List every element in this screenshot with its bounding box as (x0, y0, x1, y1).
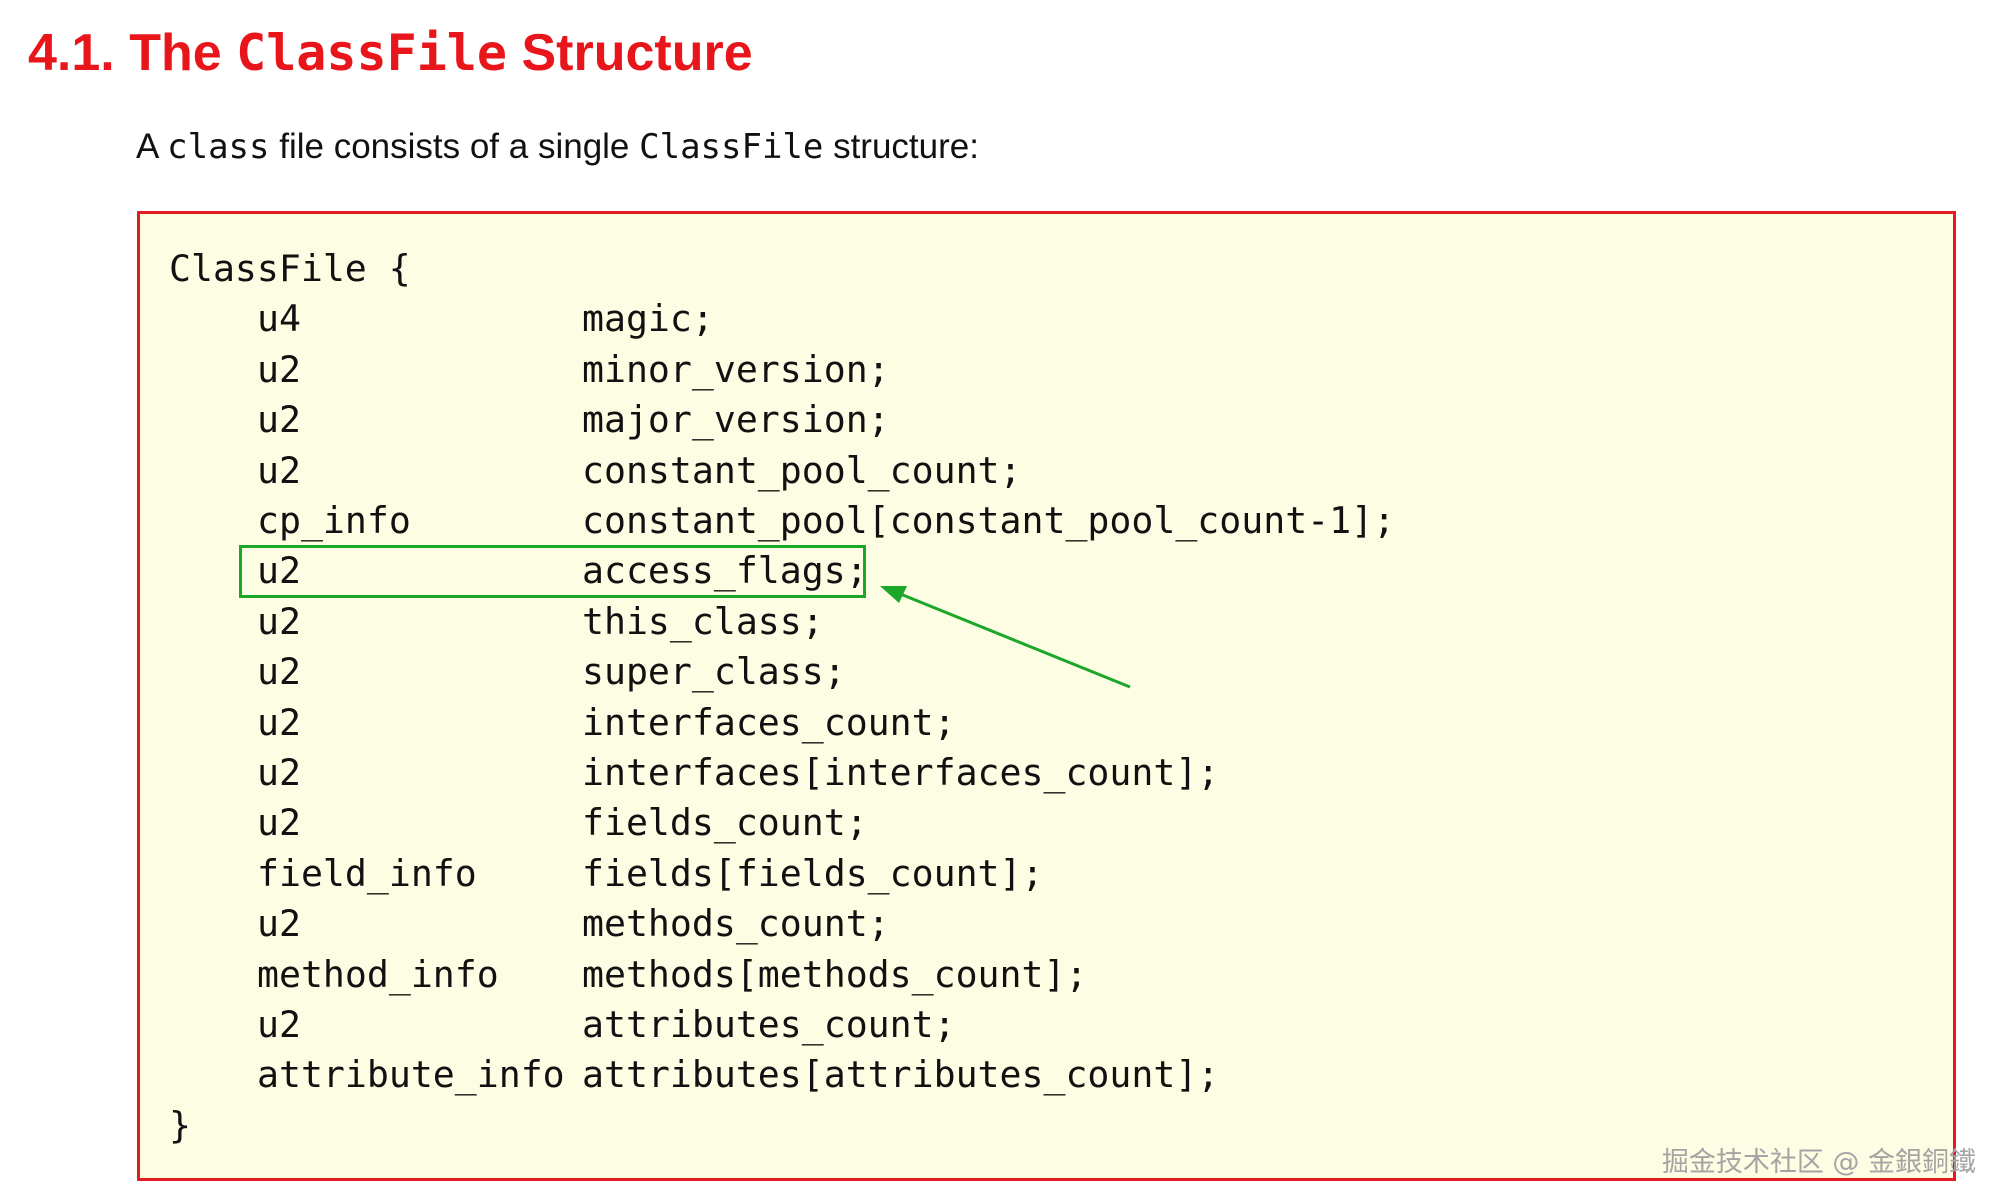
code-field-type: u2 (257, 347, 301, 391)
intro-code-classfile: ClassFile (639, 127, 824, 167)
code-field-type: field_info (257, 851, 477, 895)
code-field-type: u2 (257, 902, 301, 946)
code-block (137, 211, 1956, 1181)
code-field-type: u2 (257, 801, 301, 845)
code-field-name: magic; (582, 297, 714, 341)
code-field-name: interfaces[interfaces_count]; (582, 751, 1220, 794)
intro-text-2: file consists of a single (269, 127, 640, 166)
intro-text-3: structure: (823, 127, 979, 166)
code-open-line: ClassFile { (169, 247, 411, 290)
title-word-the: The (129, 24, 222, 82)
code-field-type: u4 (257, 297, 301, 341)
intro-text-1: A (136, 127, 168, 166)
code-field-type: u2 (257, 599, 301, 643)
code-close-line: } (169, 1103, 191, 1147)
page-title: 4.1. The ClassFile Structure (28, 18, 753, 88)
code-field-name: interfaces_count; (582, 700, 956, 744)
intro-code-class: class (167, 127, 270, 167)
code-field-type: u2 (257, 1003, 301, 1046)
code-field-type: u2 (257, 650, 301, 694)
code-field-name: attributes_count; (582, 1003, 956, 1046)
code-field-name: methods_count; (582, 902, 890, 946)
code-field-type: u2 (257, 549, 301, 593)
code-field-name: fields[fields_count]; (582, 851, 1044, 895)
code-field-name: major_version; (582, 398, 890, 442)
code-field-name: this_class; (582, 599, 824, 643)
section-number: 4.1. (28, 24, 115, 82)
access-flags-highlight-box (239, 545, 866, 598)
code-field-name: constant_pool_count; (582, 448, 1022, 492)
code-field-name: super_class; (582, 650, 846, 694)
code-field-name: access_flags; (582, 549, 868, 593)
intro-paragraph: A class file consists of a single ClassF… (136, 122, 979, 172)
code-field-name: minor_version; (582, 347, 890, 391)
code-field-name: attributes[attributes_count]; (582, 1053, 1220, 1097)
watermark: 掘金技术社区 @ 金銀銅鐵 (1661, 1147, 1976, 1178)
code-field-type: attribute_info (257, 1053, 565, 1097)
code-field-name: methods[methods_count]; (582, 952, 1088, 996)
code-field-type: u2 (257, 398, 301, 442)
code-field-name: constant_pool[constant_pool_count-1]; (582, 499, 1396, 542)
title-word-structure: Structure (521, 24, 753, 82)
code-field-type: u2 (257, 700, 301, 744)
code-field-type: u2 (257, 448, 301, 492)
code-field-type: cp_info (257, 499, 411, 542)
code-field-type: u2 (257, 751, 301, 794)
code-field-type: method_info (257, 952, 499, 996)
title-classfile-code: ClassFile (236, 24, 508, 82)
code-field-name: fields_count; (582, 801, 868, 845)
